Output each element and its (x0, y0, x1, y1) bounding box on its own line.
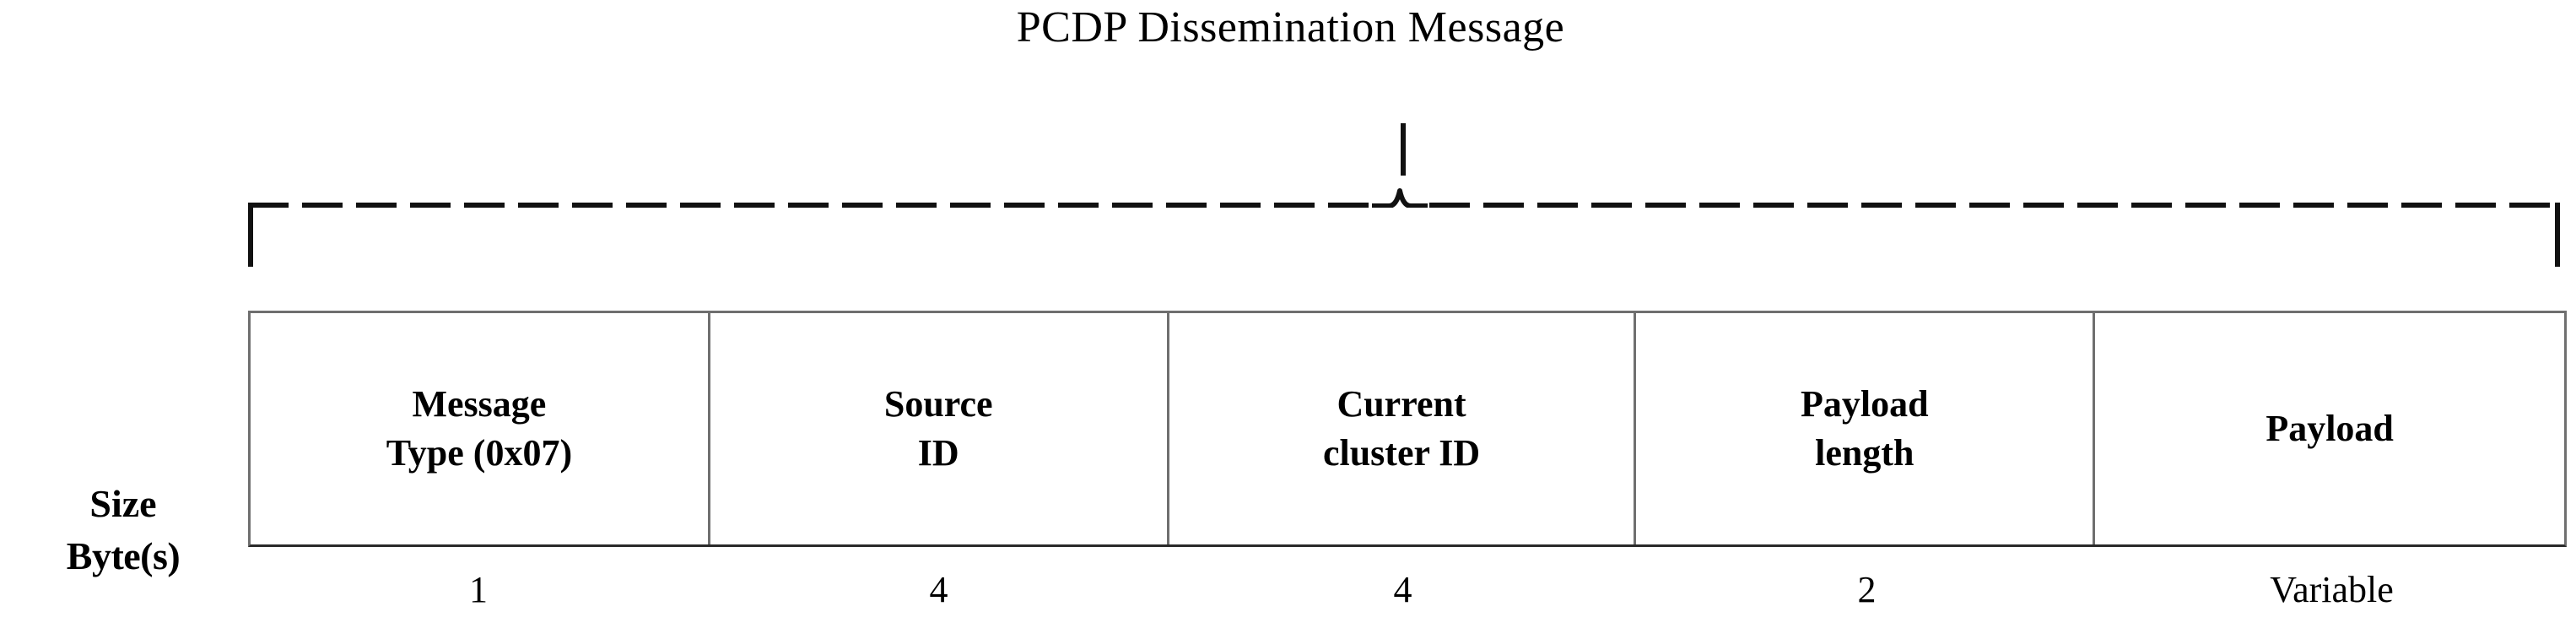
field-label-line-1: Source (883, 383, 993, 425)
packet-field-payload-length: Payload length (1636, 313, 2096, 544)
packet-field-source-id: Source ID (710, 313, 1169, 544)
size-value-payload: Variable (2270, 569, 2394, 610)
bracket-apex-icon (1370, 177, 1429, 208)
field-label-line-1: Current (1337, 383, 1466, 425)
bracket-end-tick-left (248, 203, 253, 267)
field-label-line-1: Payload (2265, 408, 2394, 449)
size-value-message-type: 1 (469, 569, 488, 610)
packet-field-current-cluster-id: Current cluster ID (1169, 313, 1637, 544)
packet-field-payload: Payload (2095, 313, 2564, 544)
packet-field-table: Message Type (0x07) Source ID Current cl… (248, 311, 2567, 547)
field-label-line-2: ID (917, 432, 959, 474)
field-label-line-2: length (1815, 432, 1914, 474)
diagram-title-text: PCDP Dissemination Message (1016, 3, 1565, 51)
size-row-label-line-1: Size (89, 482, 157, 525)
diagram-title: PCDP Dissemination Message (0, 2, 2576, 54)
field-label-line-1: Message (412, 383, 547, 425)
bracket-dashed-left (248, 203, 1370, 208)
bracket-end-tick-right (2555, 203, 2560, 267)
packet-span-bracket (248, 188, 2560, 267)
title-connector-tick (1401, 123, 1406, 176)
packet-field-message-type: Message Type (0x07) (251, 313, 710, 544)
size-row-label: Size Byte(s) (8, 478, 238, 582)
size-value-current-cluster-id: 4 (1393, 569, 1412, 610)
size-row-label-line-2: Byte(s) (66, 534, 181, 577)
size-value-payload-length: 2 (1857, 569, 1877, 610)
size-value-source-id: 4 (929, 569, 948, 610)
field-label-line-2: cluster ID (1322, 432, 1481, 474)
size-values-row: 1 4 4 2 Variable (248, 560, 2567, 620)
field-label-line-2: Type (0x07) (386, 432, 573, 474)
field-label-line-1: Payload (1801, 383, 1929, 425)
bracket-dashed-right (1429, 203, 2560, 208)
